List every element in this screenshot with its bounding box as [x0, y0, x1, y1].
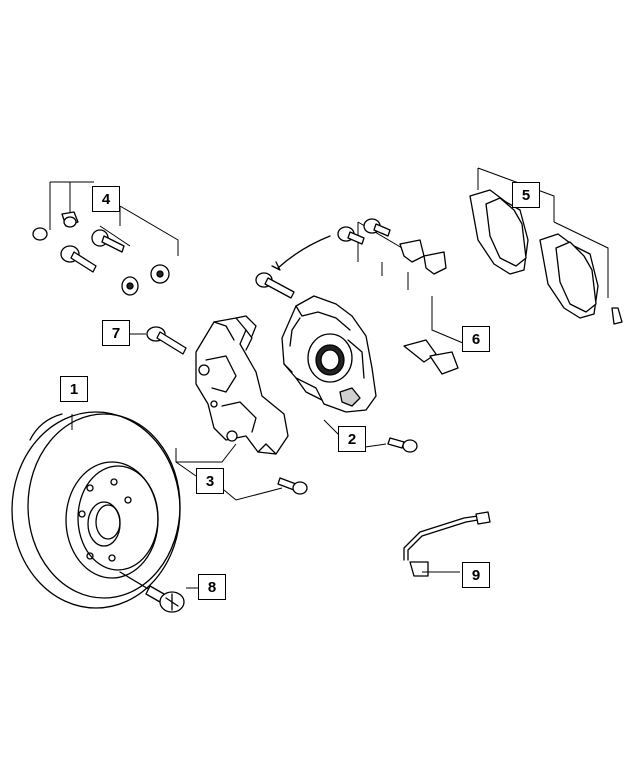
hardware-kit	[337, 218, 471, 375]
callout-2[interactable]: 2	[338, 426, 366, 452]
callout-6[interactable]: 6	[462, 326, 490, 352]
carrier-mount-bolt	[277, 477, 308, 495]
guide-bolt	[255, 235, 331, 299]
callout-7[interactable]: 7	[102, 320, 130, 346]
bolt-kit	[32, 181, 179, 296]
brake-pads	[469, 167, 623, 325]
carrier-bolt	[146, 326, 187, 355]
caliper-carrier	[195, 315, 289, 455]
callout-9[interactable]: 9	[462, 562, 490, 588]
callout-8[interactable]: 8	[198, 574, 226, 600]
rotor-screw	[119, 571, 185, 613]
callout-4[interactable]: 4	[92, 186, 120, 212]
leader-lines	[71, 333, 460, 589]
brake-caliper	[281, 295, 377, 413]
brake-rotor	[11, 411, 181, 609]
callout-1[interactable]: 1	[60, 376, 88, 402]
callout-5[interactable]: 5	[512, 182, 540, 208]
callout-3[interactable]: 3	[196, 468, 224, 494]
caliper-bolt	[387, 437, 418, 453]
